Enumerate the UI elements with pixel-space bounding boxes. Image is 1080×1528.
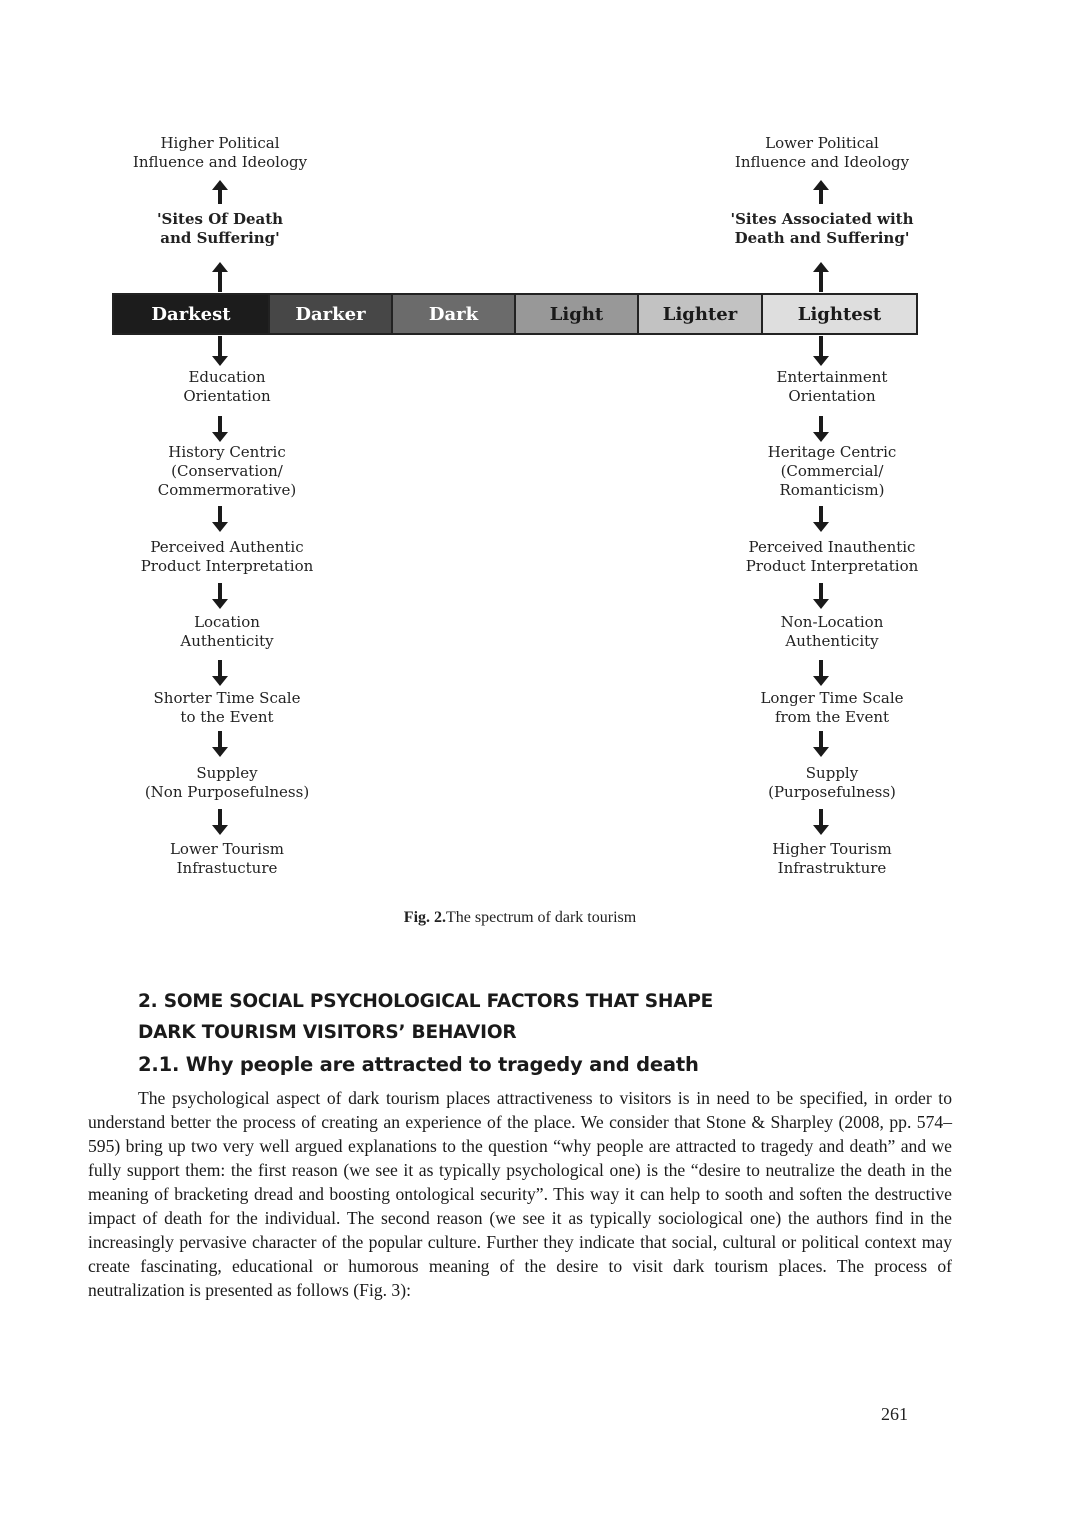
arrow-down-icon: [211, 506, 229, 532]
right-influence-label: Lower Political Influence and Ideology: [734, 134, 910, 171]
arrow-down-icon: [211, 336, 229, 366]
right-chain-item: Non-Location Authenticity: [780, 613, 884, 650]
arrow-down-icon: [812, 336, 830, 366]
right-chain-item: Entertainment Orientation: [776, 368, 888, 405]
section-heading-line1: 2. SOME SOCIAL PSYCHOLOGICAL FACTORS THA…: [138, 991, 714, 1012]
right-chain-item: Higher Tourism Infrastrukture: [772, 840, 892, 877]
arrow-down-icon: [211, 416, 229, 442]
arrow-down-icon: [812, 416, 830, 442]
arrow-down-icon: [211, 660, 229, 686]
left-chain-item: Shorter Time Scale to the Event: [153, 689, 301, 726]
left-chain-item: History Centric (Conservation/ Commermor…: [157, 443, 297, 499]
left-chain-item: Perceived Authentic Product Interpretati…: [140, 538, 314, 575]
arrow-down-icon: [812, 583, 830, 609]
arrow-up-icon: [211, 262, 229, 292]
page-number: 261: [881, 1404, 908, 1424]
arrow-down-icon: [812, 731, 830, 757]
left-chain-item: Suppley (Non Purposefulness): [144, 764, 310, 801]
figure-caption-text: The spectrum of dark tourism: [446, 909, 637, 926]
segment-lightest: Lightest: [763, 295, 916, 333]
segment-light: Light: [516, 295, 639, 333]
right-chain-item: Longer Time Scale from the Event: [760, 689, 904, 726]
left-influence-label: Higher Political Influence and Ideology: [132, 134, 308, 171]
body-paragraph: The psychological aspect of dark tourism…: [88, 1088, 952, 1300]
figure-caption-number: Fig. 2.: [403, 909, 447, 926]
segment-dark: Dark: [393, 295, 516, 333]
segment-lighter: Lighter: [639, 295, 763, 333]
subsection-heading: 2.1. Why people are attracted to tragedy…: [138, 1053, 699, 1076]
right-sites-label: 'Sites Associated with Death and Sufferi…: [730, 210, 914, 247]
arrow-down-icon: [211, 731, 229, 757]
section-heading-line2: DARK TOURISM VISITORS’ BEHAVIOR: [138, 1022, 517, 1043]
arrow-down-icon: [211, 809, 229, 835]
arrow-down-icon: [812, 809, 830, 835]
arrow-up-icon: [812, 180, 830, 204]
segment-darkest: Darkest: [114, 295, 270, 333]
arrow-up-icon: [211, 180, 229, 204]
spectrum-bar: Darkest Darker Dark Light Lighter Lighte…: [112, 293, 918, 335]
left-chain-item: Education Orientation: [183, 368, 271, 405]
right-chain-item: Perceived Inauthentic Product Interpreta…: [745, 538, 919, 575]
arrow-down-icon: [211, 583, 229, 609]
left-chain-item: Location Authenticity: [180, 613, 274, 650]
left-sites-label: 'Sites Of Death and Suffering': [156, 210, 284, 247]
segment-darker: Darker: [270, 295, 393, 333]
right-chain-item: Heritage Centric (Commercial/ Romanticis…: [767, 443, 897, 499]
arrow-down-icon: [812, 506, 830, 532]
figure-caption: Fig. 2.The spectrum of dark tourism: [0, 909, 1040, 927]
left-chain-item: Lower Tourism Infrastucture: [169, 840, 285, 877]
arrow-down-icon: [812, 660, 830, 686]
right-chain-item: Supply (Purposefulness): [768, 764, 896, 801]
arrow-up-icon: [812, 262, 830, 292]
